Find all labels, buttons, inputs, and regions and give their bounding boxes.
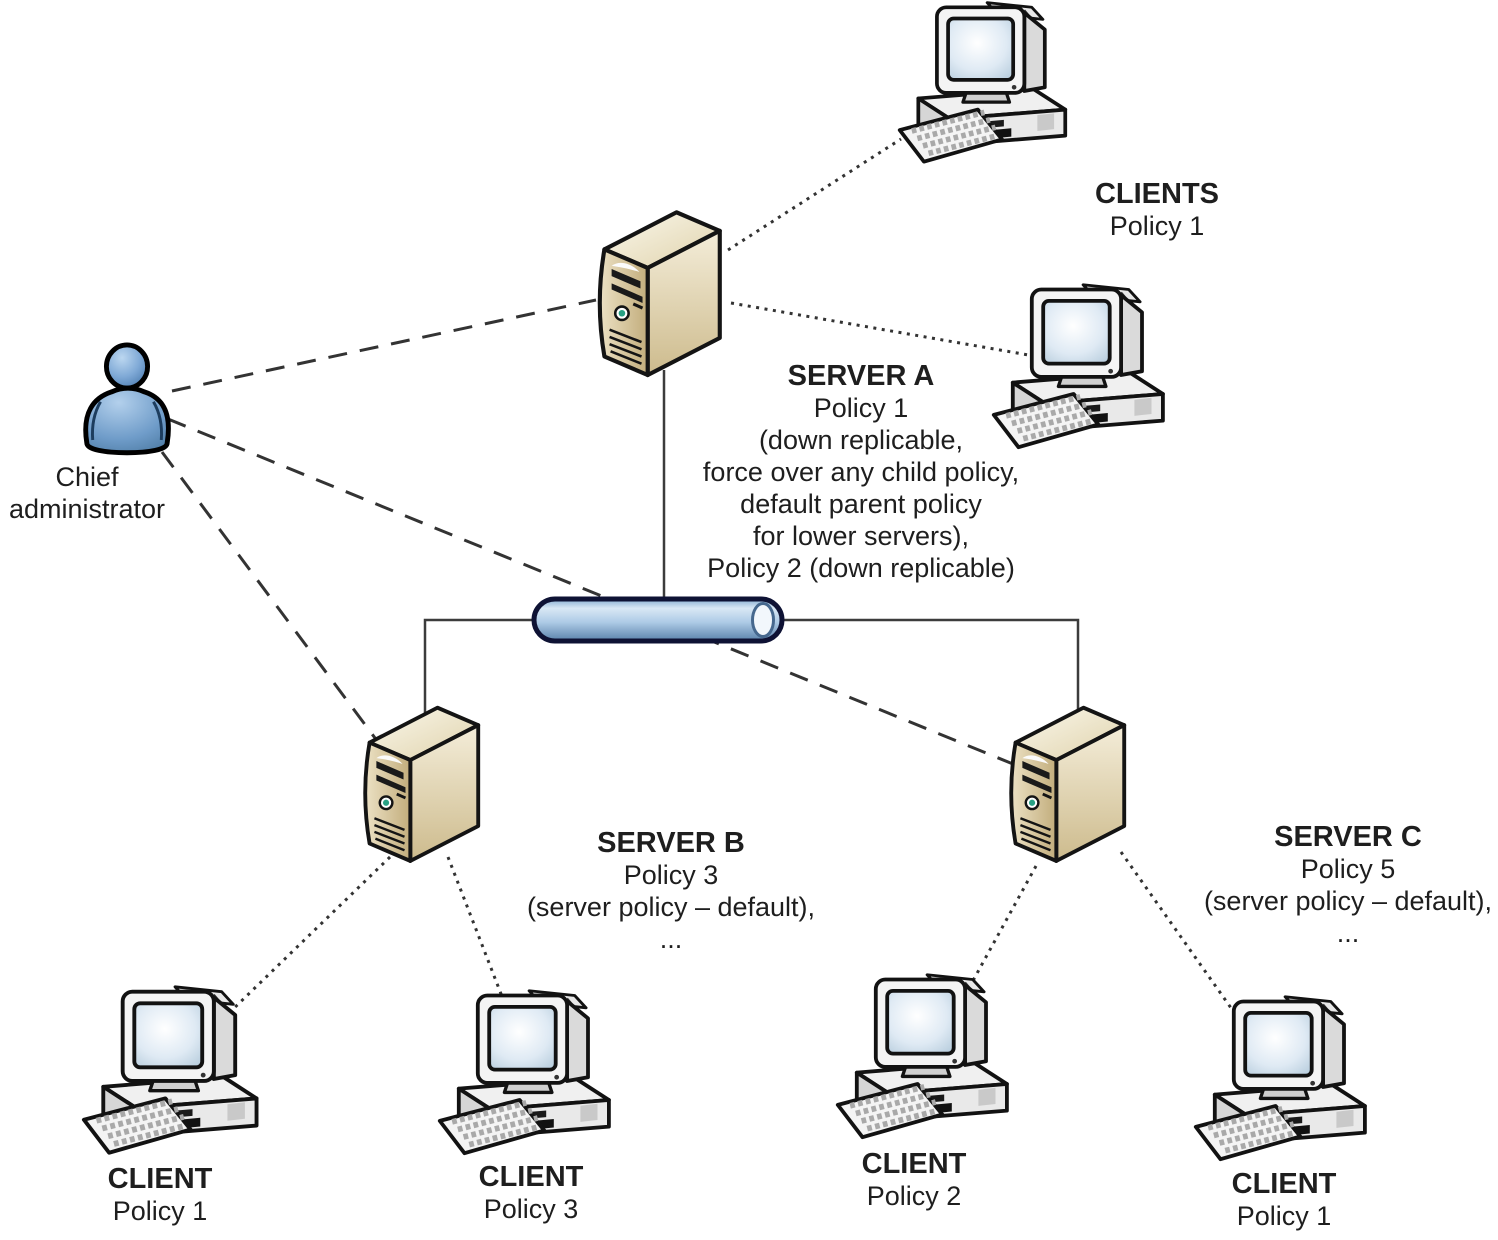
chief-admin-label: Chief administrator: [9, 461, 165, 525]
label-title: CLIENT: [107, 1163, 213, 1195]
chief-admin-icon: [86, 345, 169, 453]
server-b-icon: [363, 705, 481, 863]
label-title: SERVER A: [787, 360, 935, 392]
client-top2-icon: [994, 285, 1163, 447]
client-b1-label: CLIENT Policy 1: [108, 1163, 213, 1227]
label-line: ...: [659, 924, 683, 954]
label-title: CLIENTS: [1094, 178, 1220, 210]
label-line: Policy 2 (down replicable): [707, 553, 1015, 583]
bus-to-server-c-link: [784, 618, 1080, 714]
client-c1-label: CLIENT Policy 2: [862, 1148, 967, 1212]
label-line: Policy 5: [1300, 854, 1396, 884]
label-title: CLIENT: [861, 1148, 967, 1180]
label-title: SERVER B: [597, 827, 745, 859]
label-line: Policy 1: [1109, 211, 1205, 241]
network-bus-icon: [531, 596, 785, 644]
bus-to-server-b-link: [423, 618, 534, 714]
server-a-icon: [600, 212, 720, 375]
client-top1-icon: [900, 3, 1066, 162]
admin-to-server-a-link: [171, 298, 597, 393]
server-b-to-client-b1-link: [227, 855, 392, 1015]
server-c-to-client-c1-link: [962, 865, 1038, 998]
client-c1-icon: [838, 975, 1007, 1137]
server-c-label: SERVER C Policy 5 (server policy – defau…: [1204, 821, 1492, 949]
label-line: Policy 1: [1236, 1201, 1332, 1231]
label-line: Policy 1: [112, 1196, 208, 1226]
clients-top-label: CLIENTS Policy 1: [1095, 178, 1219, 242]
server-c-icon: [1009, 705, 1127, 863]
label-title: SERVER C: [1274, 821, 1422, 853]
label-line: (down replicable,: [758, 425, 964, 455]
label-title: CLIENT: [1231, 1168, 1337, 1200]
label-line: default parent policy: [740, 489, 982, 519]
server-b-label: SERVER B Policy 3 (server policy – defau…: [527, 827, 815, 955]
client-b2-icon: [440, 991, 609, 1153]
label-line: Policy 3: [483, 1194, 579, 1224]
label-line: Policy 3: [623, 860, 719, 890]
label-line: administrator: [8, 494, 166, 524]
client-b2-label: CLIENT Policy 3: [479, 1161, 584, 1225]
label-title: CLIENT: [478, 1161, 584, 1193]
server-a-to-client2-link: [730, 301, 1041, 359]
label-line: force over any child policy,: [702, 457, 1020, 487]
client-b1-icon: [84, 987, 257, 1153]
client-c2-icon: [1196, 997, 1365, 1159]
server-a-to-client1-link: [727, 137, 902, 252]
label-line: Policy 2: [866, 1181, 962, 1211]
label-line: for lower servers),: [752, 521, 970, 551]
server-a-label: SERVER A Policy 1 (down replicable, forc…: [703, 360, 1019, 584]
label-line: (server policy – default),: [526, 892, 816, 922]
connection-lines: [160, 137, 1257, 1043]
client-c2-label: CLIENT Policy 1: [1232, 1168, 1337, 1232]
label-line: Chief: [55, 462, 119, 492]
admin-to-server-c-link: [167, 417, 1014, 766]
server-b-to-client-b2-link: [446, 856, 505, 1000]
label-line: ...: [1336, 918, 1360, 948]
admin-to-server-b-link: [160, 451, 377, 739]
label-line: (server policy – default),: [1203, 886, 1493, 916]
label-line: Policy 1: [813, 393, 909, 423]
